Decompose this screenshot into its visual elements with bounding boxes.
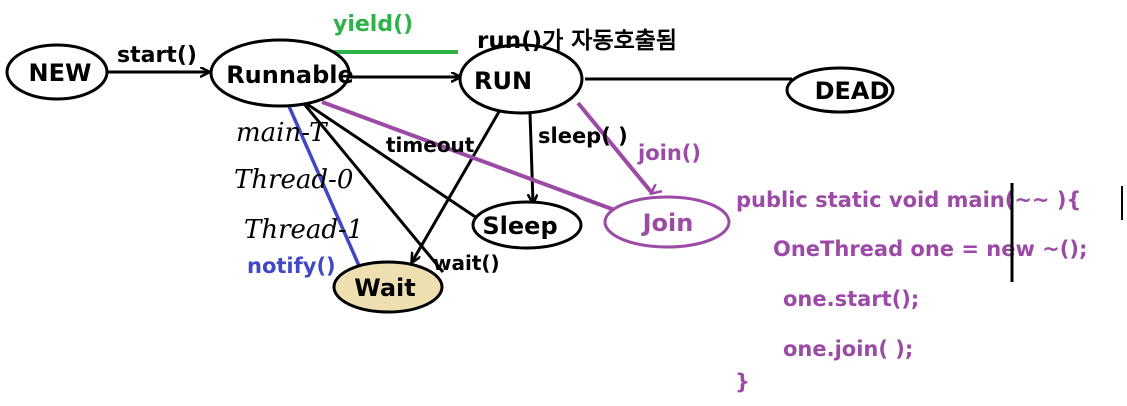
edge-run-note-label: run()가 자동호출됨	[477, 28, 677, 54]
edge-runnable-wait	[303, 104, 445, 273]
code-line-3: one.start();	[783, 287, 919, 311]
node-join-label: Join	[641, 209, 694, 237]
edge-wait-label: wait()	[433, 251, 500, 275]
handwriting-thread-0: Thread-0	[234, 165, 353, 195]
code-line-5: }	[735, 370, 750, 394]
node-wait	[332, 260, 444, 314]
edge-join-label: join()	[637, 141, 701, 165]
code-line-2: OneThread one = new ~();	[773, 237, 1087, 261]
node-wait-label: Wait	[354, 274, 416, 302]
node-join	[603, 195, 731, 249]
node-sleep	[471, 200, 583, 250]
node-dead-label: DEAD	[815, 77, 890, 105]
edge-sleep-timeout	[297, 96, 481, 222]
code-line-1: public static void main(~~ ){	[736, 188, 1081, 212]
handwriting-main-thread: main-T	[236, 118, 328, 148]
code-line-4: one.join( );	[783, 337, 913, 361]
edge-run-join	[576, 101, 652, 193]
edge-join-runnable	[321, 100, 621, 214]
node-sleep-label: Sleep	[482, 212, 557, 240]
node-runnable-label: Runnable	[226, 61, 354, 89]
edge-sleep-label: sleep( )	[538, 124, 628, 148]
node-run	[458, 43, 584, 115]
node-runnable	[209, 38, 351, 108]
handwriting-thread-1: Thread-1	[244, 215, 363, 245]
edge-notify	[279, 87, 362, 269]
edge-run-sleep	[530, 112, 533, 203]
edge-run-wait	[412, 109, 502, 262]
node-new	[5, 43, 109, 101]
edge-yield-label: yield()	[333, 12, 413, 37]
edge-notify-label: notify()	[247, 254, 336, 278]
node-new-label: NEW	[29, 59, 92, 87]
edge-start-label: start()	[117, 43, 197, 68]
node-dead	[785, 66, 895, 114]
edge-timeout-label: timeout	[386, 133, 475, 157]
node-run-label: RUN	[474, 67, 532, 95]
